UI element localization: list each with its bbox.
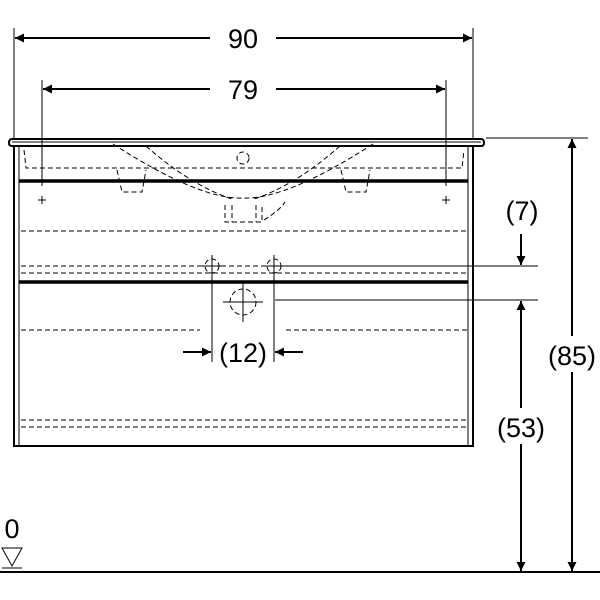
waste-height-label: (53) [497, 413, 545, 443]
floor-level-label: 0 [4, 514, 19, 544]
dimension-waste-height: (53) [275, 299, 552, 571]
dimension-overall-height: (85) [486, 137, 600, 571]
supply-spacing-label: (12) [219, 338, 267, 368]
washbasin-top [7, 138, 486, 147]
supply-offset-label: (7) [506, 196, 539, 226]
level-triangle-icon [1, 547, 23, 568]
floor-level: 0 [0, 514, 600, 573]
dimension-supply-spacing: (12) [183, 255, 303, 368]
cabinet-body [13, 145, 474, 447]
basin-width-label: 79 [228, 75, 258, 105]
vanity-unit [7, 138, 486, 447]
mounting-point-icon [38, 196, 450, 204]
dimension-overall-width: 90 [13, 24, 474, 140]
dimension-supply-offset: (7) [280, 196, 539, 267]
dimension-basin-width: 79 [38, 75, 450, 204]
overall-height-label: (85) [548, 341, 596, 371]
overall-width-label: 90 [228, 24, 258, 54]
